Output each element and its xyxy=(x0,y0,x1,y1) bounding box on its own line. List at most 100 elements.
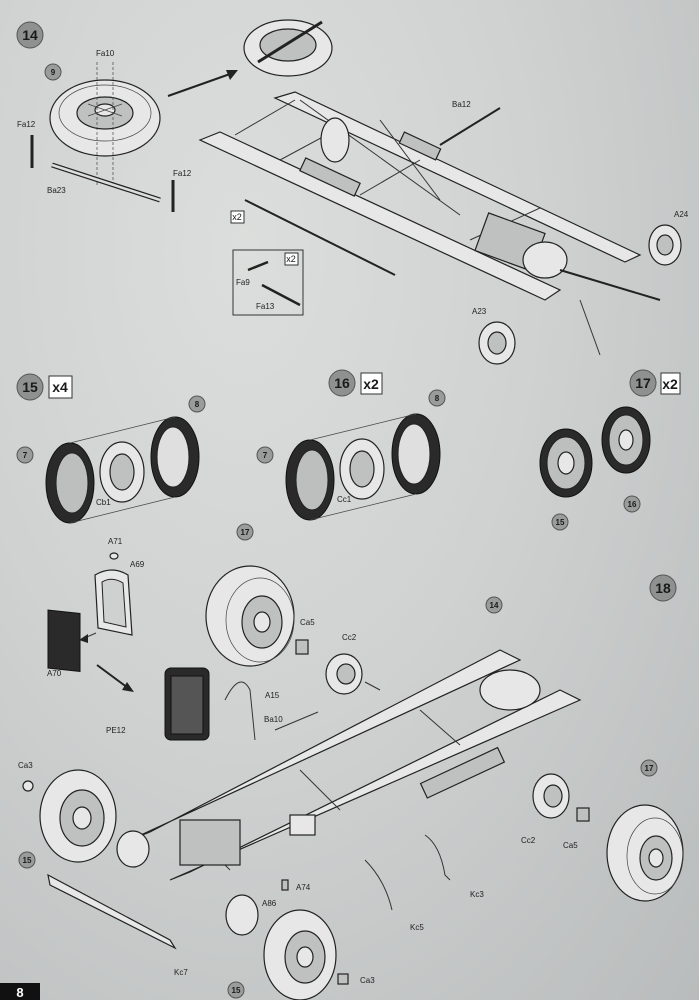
cap-ca5-right xyxy=(576,807,590,822)
label-ba10: Ba10 xyxy=(264,715,283,724)
spare-wheel-9 xyxy=(49,79,161,157)
bumper-kc7 xyxy=(47,873,177,950)
label-a69: A69 xyxy=(130,560,145,569)
callout-17-top: 17 xyxy=(241,528,250,537)
callout-15-left-badge xyxy=(18,851,36,869)
callout-17-top-badge xyxy=(236,523,254,541)
page-number: 8 xyxy=(16,985,23,1000)
drum-a86 xyxy=(225,894,259,936)
detail-box-fa9-fa13 xyxy=(232,249,304,316)
page-number-tab xyxy=(0,983,40,1000)
label-ca5-top: Ca5 xyxy=(300,618,315,627)
qty-box-outer xyxy=(230,210,245,224)
label-cb1: Cb1 xyxy=(96,498,111,507)
drum-left xyxy=(116,830,150,868)
wheel-15-bottom xyxy=(263,909,337,1000)
label-fa13: Fa13 xyxy=(256,302,275,311)
step-14: 14 9 Fa10 Fa12 Ba23 Fa12 xyxy=(16,19,689,365)
wheel-a24 xyxy=(648,224,682,266)
callout-8-s15-badge xyxy=(188,395,206,413)
callout-17-right-badge xyxy=(640,759,658,777)
label-a71: A71 xyxy=(108,537,123,546)
cap-ca5-top xyxy=(295,639,309,655)
step-16-number: 16 xyxy=(334,375,350,391)
label-a15: A15 xyxy=(265,691,280,700)
callout-15-bottom-badge xyxy=(227,981,245,999)
callout-8-s16-badge xyxy=(428,389,446,407)
callout-7-s16: 7 xyxy=(263,451,268,460)
step-17-badge xyxy=(629,369,657,397)
step-17-qty-box xyxy=(660,372,681,395)
wheel-15-assembled xyxy=(539,428,593,498)
step-15-qty-box xyxy=(48,375,73,399)
wheel-16-assembled xyxy=(601,406,651,474)
callout-8-s15: 8 xyxy=(195,400,200,409)
label-ca5-right: Ca5 xyxy=(563,841,578,850)
radiator-core-a70 xyxy=(47,609,81,672)
label-ba12: Ba12 xyxy=(452,100,471,109)
label-cc1: Cc1 xyxy=(337,495,352,504)
step-17: 17 x2 15 16 xyxy=(539,369,681,531)
label-kc7: Kc7 xyxy=(174,968,188,977)
wheel-17-right xyxy=(606,804,684,902)
label-cc2-top: Cc2 xyxy=(342,633,357,642)
callout-17-right: 17 xyxy=(645,764,654,773)
callout-7-s16-badge xyxy=(256,446,274,464)
label-kc3: Kc3 xyxy=(470,890,484,899)
wheel-17-top xyxy=(205,565,295,667)
step-14-number: 14 xyxy=(22,27,38,43)
step-18: 18 A71 A69 A70 PE12 A15 17 Ca5 Cc2 xyxy=(18,523,684,1000)
callout-15-left: 15 xyxy=(23,856,32,865)
rim-8-b xyxy=(391,413,441,495)
label-cc2-right: Cc2 xyxy=(521,836,536,845)
label-a24: A24 xyxy=(674,210,689,219)
callout-16-s17: 16 xyxy=(628,500,637,509)
label-a70: A70 xyxy=(47,669,62,678)
step-15-badge xyxy=(16,373,44,401)
step-16-badge xyxy=(328,369,356,397)
step-17-number: 17 xyxy=(635,375,651,391)
label-fa10: Fa10 xyxy=(96,49,115,58)
hub-cc1 xyxy=(339,438,385,500)
step-18-badge xyxy=(649,574,677,602)
callout-7-s15-badge xyxy=(16,446,34,464)
tire-7-b xyxy=(285,439,335,521)
rim-8-a xyxy=(150,416,200,498)
label-a86: A86 xyxy=(262,899,277,908)
step-14-badge xyxy=(16,21,44,49)
qty-inner: x2 xyxy=(286,254,296,264)
label-ba23: Ba23 xyxy=(47,186,66,195)
step-16: 16 x2 7 8 Cc1 xyxy=(256,369,446,521)
step-17-qty: x2 xyxy=(662,376,678,392)
label-pe12: PE12 xyxy=(106,726,126,735)
label-fa12-right: Fa12 xyxy=(173,169,192,178)
callout-15-bottom: 15 xyxy=(232,986,241,995)
chassis-frame-18 xyxy=(129,649,582,881)
spare-wheel-mounted xyxy=(243,19,333,77)
step-15-number: 15 xyxy=(22,379,38,395)
callout-9-badge xyxy=(44,63,62,81)
step-16-qty: x2 xyxy=(363,376,379,392)
tire-7-a xyxy=(45,442,95,524)
step-16-qty-box xyxy=(360,372,383,395)
callout-7-s15: 7 xyxy=(23,451,28,460)
hub-cb1 xyxy=(99,441,145,503)
label-fa12-left: Fa12 xyxy=(17,120,36,129)
callout-14: 14 xyxy=(490,601,499,610)
step-15-qty: x4 xyxy=(52,379,68,395)
step-18-number: 18 xyxy=(655,580,671,596)
label-kc5: Kc5 xyxy=(410,923,424,932)
wheel-a23 xyxy=(478,321,516,365)
callout-16-s17-badge xyxy=(623,495,641,513)
callout-15-s17-badge xyxy=(551,513,569,531)
label-a23: A23 xyxy=(472,307,487,316)
label-a74: A74 xyxy=(296,883,311,892)
wheel-15-left xyxy=(39,769,117,863)
callout-8-s16: 8 xyxy=(435,394,440,403)
label-ca3-left: Ca3 xyxy=(18,761,33,770)
callout-9: 9 xyxy=(51,68,56,77)
callout-14-badge xyxy=(485,596,503,614)
chassis-frame-14 xyxy=(198,91,661,356)
qty-outer: x2 xyxy=(232,212,242,222)
